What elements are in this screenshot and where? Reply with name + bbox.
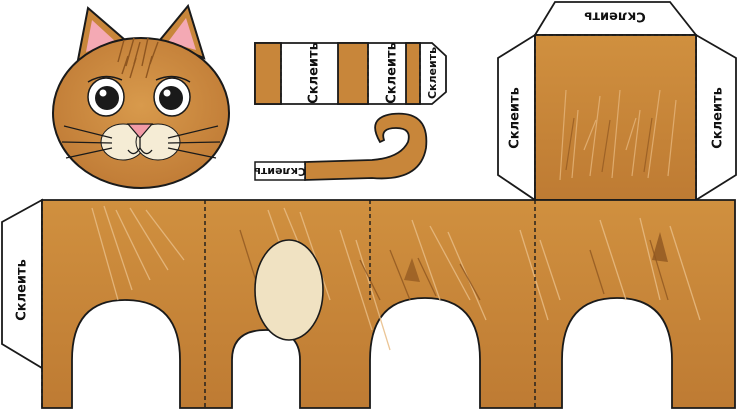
glue-label-right-flap: Склеить — [711, 87, 726, 149]
glue-label-tail: Склеить — [254, 165, 306, 178]
belly-patch — [254, 239, 324, 341]
muzzle — [100, 123, 181, 161]
glue-label-strip-tip: Склеить — [426, 47, 439, 99]
body: Склеить — [1, 198, 736, 409]
right-ear-inner — [168, 18, 196, 50]
head-box-fur — [559, 89, 677, 181]
leg-strip: Склеить Склеить Склеить — [254, 42, 447, 105]
glue-label-strip-1: Склеить — [307, 42, 322, 104]
nose — [126, 123, 154, 139]
glue-label-strip-2: Склеить — [385, 42, 400, 104]
glue-label-left-flap: Склеить — [508, 87, 523, 149]
left-eye — [87, 75, 125, 117]
glue-label-body-flap: Склеить — [15, 259, 30, 321]
cat-head — [52, 3, 230, 189]
tail: Склеить — [254, 112, 428, 181]
glue-label-top-flap: Склеить — [584, 9, 646, 24]
whiskers — [61, 125, 221, 159]
head-box: Склеить Склеить Склеить — [497, 1, 737, 202]
head-face — [52, 37, 230, 189]
right-eye — [153, 75, 191, 117]
head-fur-strokes — [117, 37, 159, 79]
